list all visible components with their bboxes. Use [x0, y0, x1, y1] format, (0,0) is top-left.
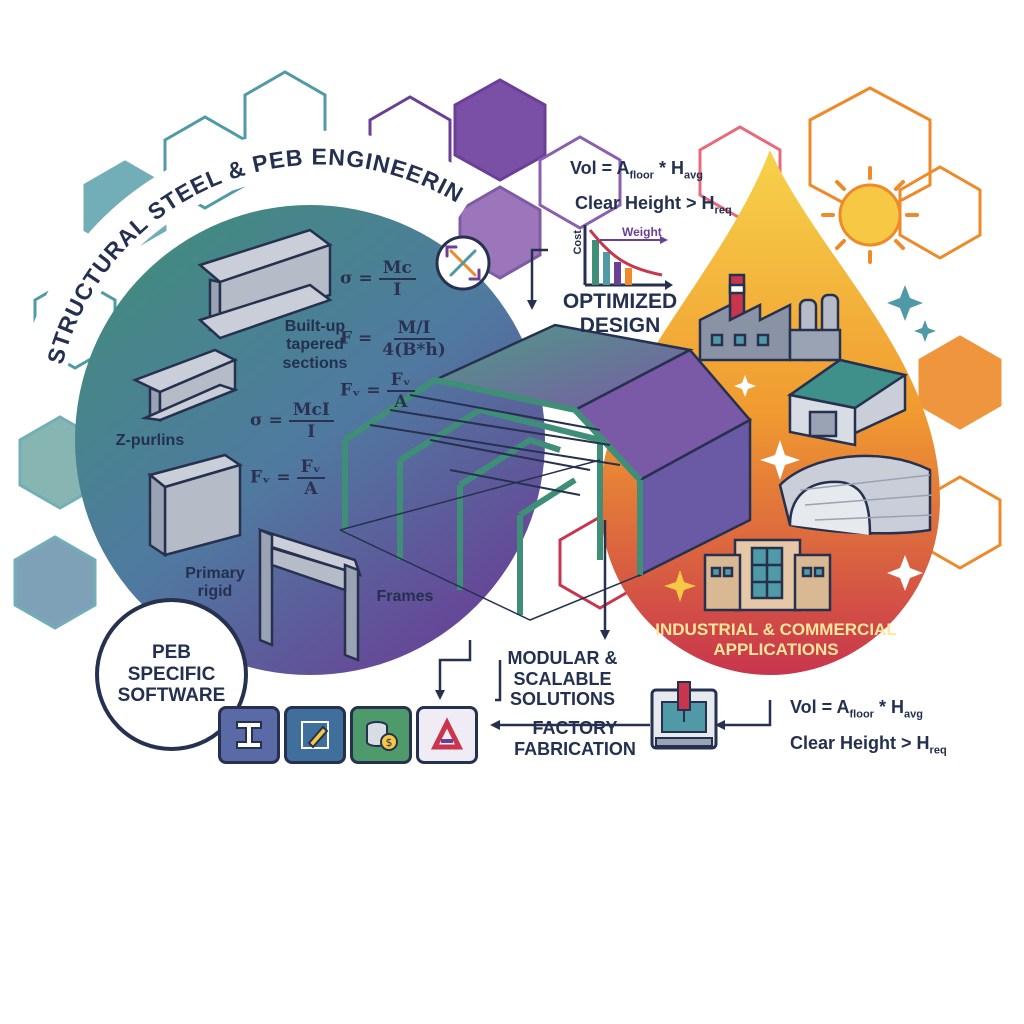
volume-equation-bottom: Vol = Afloor * Havg: [790, 697, 923, 721]
hangar-icon: [778, 454, 933, 536]
office-building-icon: [703, 538, 832, 612]
primary-rigid-label: Primary rigid: [185, 565, 245, 601]
clear-height-equation-top: Clear Height > Hreq: [575, 193, 732, 217]
mini-chart-series-label: Weight: [622, 225, 662, 239]
optimize-arrows-icon: [435, 235, 491, 291]
built-up-label: Built-up tapered sections: [282, 318, 348, 372]
i-section-icon: [147, 453, 243, 558]
factory-fabrication-label: FACTORY FABRICATION: [514, 718, 636, 759]
industrial-label: INDUSTRIAL & COMMERCIAL APPLICATIONS: [655, 620, 897, 659]
i-beam-icon[interactable]: [218, 706, 280, 764]
built-up-section-icon: [197, 228, 333, 340]
mini-chart-ylabel: Cost: [571, 230, 584, 255]
cost-database-icon[interactable]: $: [350, 706, 412, 764]
volume-equation-top: Vol = Afloor * Havg: [570, 158, 703, 182]
warehouse-icon: [786, 358, 909, 447]
factory-icon: [698, 273, 842, 362]
cnc-machine-icon: [650, 681, 718, 750]
z-purlin-icon: [131, 348, 239, 422]
main-title: STRUCTURAL STEEL & PEB ENGINEERING: [0, 0, 468, 367]
clear-height-equation-bottom: Clear Height > Hreq: [790, 733, 947, 757]
z-purlins-label: Z-purlins: [115, 432, 185, 449]
design-pencil-icon[interactable]: [284, 706, 346, 764]
peb-software-label: PEB SPECIFIC SOFTWARE: [117, 641, 226, 707]
sun-icon: [821, 166, 919, 264]
rigid-frame-icon: [258, 528, 362, 662]
sparkle-icon: [887, 285, 936, 342]
peb-building-illustration: [339, 323, 752, 621]
title-band: [17, 130, 483, 390]
flow-arrows: [438, 248, 772, 727]
arrow-heads: [435, 300, 725, 730]
svg-text:$: $: [386, 736, 393, 749]
cost-weight-mini-chart: [583, 225, 673, 290]
left-engineering-circle: [75, 205, 545, 675]
software-logo-icon[interactable]: [416, 706, 478, 764]
frames-label: Frames: [376, 588, 434, 605]
optimized-design-label: OPTIMIZED DESIGN: [562, 290, 678, 338]
modular-label: MODULAR & SCALABLE SOLUTIONS: [507, 648, 618, 710]
white-sparkle-icon: [734, 375, 923, 591]
orange-sparkle-icon: [664, 570, 696, 602]
